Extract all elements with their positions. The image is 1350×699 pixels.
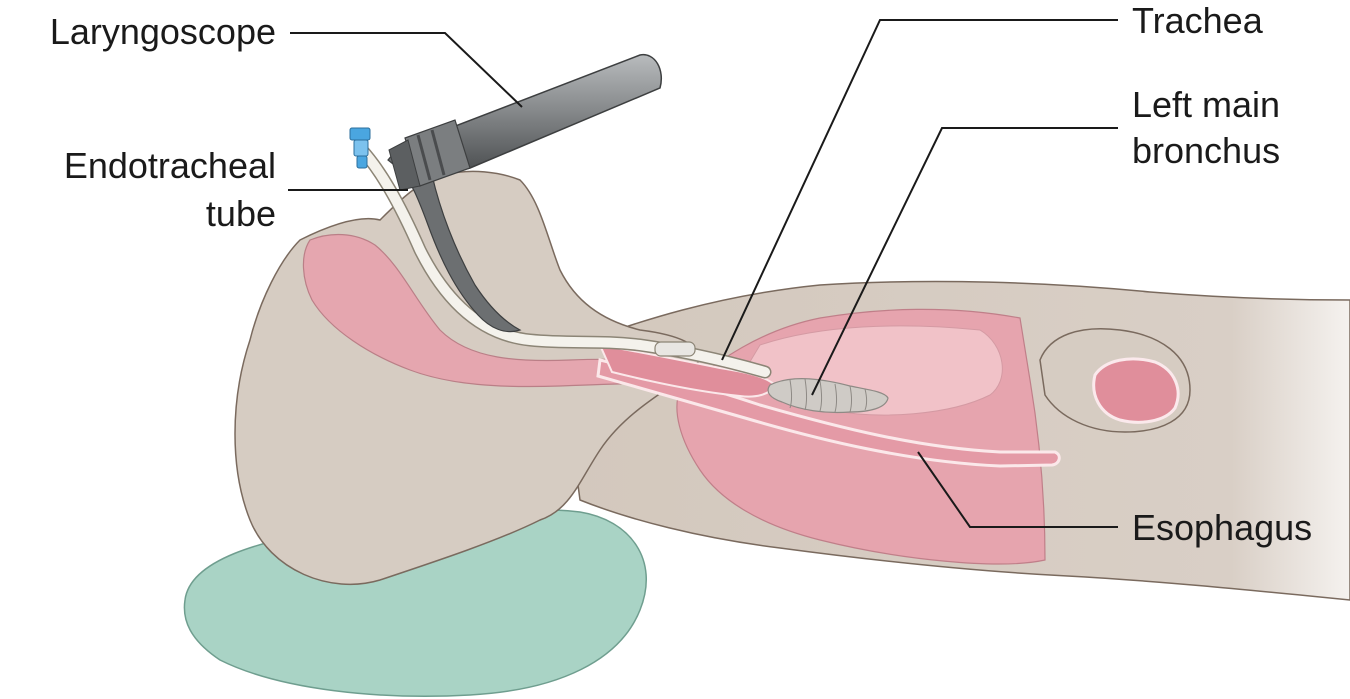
leader-lines [288,19,1118,528]
label-endotracheal-line1: Endotracheal [63,145,276,186]
bronchus-rings [789,378,867,413]
leader-laryngoscope [290,32,523,108]
label-left-main-line2: bronchus [1132,130,1281,171]
label-left-main-line1: Left main [1132,84,1281,125]
tube-connector [349,127,371,169]
arm-section-inner [1092,357,1180,424]
label-esophagus: Esophagus [1132,507,1313,548]
label-laryngoscope: Laryngoscope [49,11,276,52]
leader-left-main-bronchus [811,127,1118,396]
esophagus [596,358,1061,468]
leader-trachea [721,19,1118,361]
left-main-bronchus [767,378,889,414]
label-trachea: Trachea [1132,0,1263,41]
label-endotracheal-line2: tube [205,193,276,234]
tube-cuff [654,341,696,357]
leader-esophagus [917,451,1118,528]
laryngoscope-handle [388,54,662,191]
